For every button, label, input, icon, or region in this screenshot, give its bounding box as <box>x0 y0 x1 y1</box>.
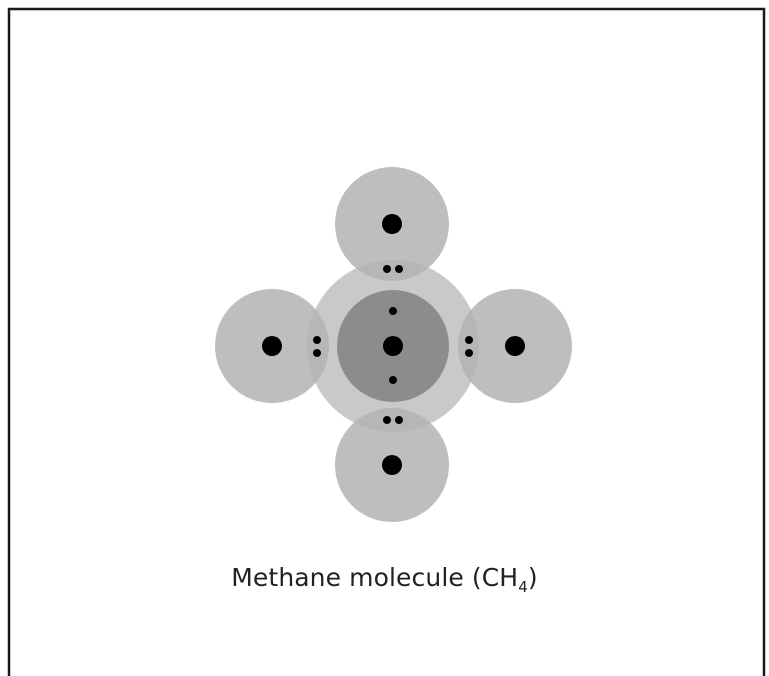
inner-electron-top <box>389 307 397 315</box>
shared-electron-pair-right <box>465 336 473 357</box>
carbon-nucleus <box>383 336 403 356</box>
diagram-caption: Methane molecule (CH4) <box>0 563 769 595</box>
caption-text: Methane molecule (CH <box>231 563 519 592</box>
shared-electron <box>395 416 403 424</box>
shared-electron-pair-top <box>383 265 403 273</box>
caption-closing: ) <box>527 563 538 592</box>
hydrogen-nucleus-bottom <box>382 455 402 475</box>
shared-electron-pair-left <box>313 336 321 357</box>
inner-electron-bottom <box>389 376 397 384</box>
shared-electron <box>465 349 473 357</box>
caption-subscript: 4 <box>518 578 528 596</box>
shared-electron <box>383 416 391 424</box>
hydrogen-nucleus-left <box>262 336 282 356</box>
shared-electron <box>383 265 391 273</box>
shared-electron <box>313 336 321 344</box>
frame-border <box>7 7 766 676</box>
hydrogen-nucleus-right <box>505 336 525 356</box>
hydrogen-nucleus-top <box>382 214 402 234</box>
shared-electron-pair-bottom <box>383 416 403 424</box>
shared-electron <box>395 265 403 273</box>
shared-electron <box>313 349 321 357</box>
shared-electron <box>465 336 473 344</box>
